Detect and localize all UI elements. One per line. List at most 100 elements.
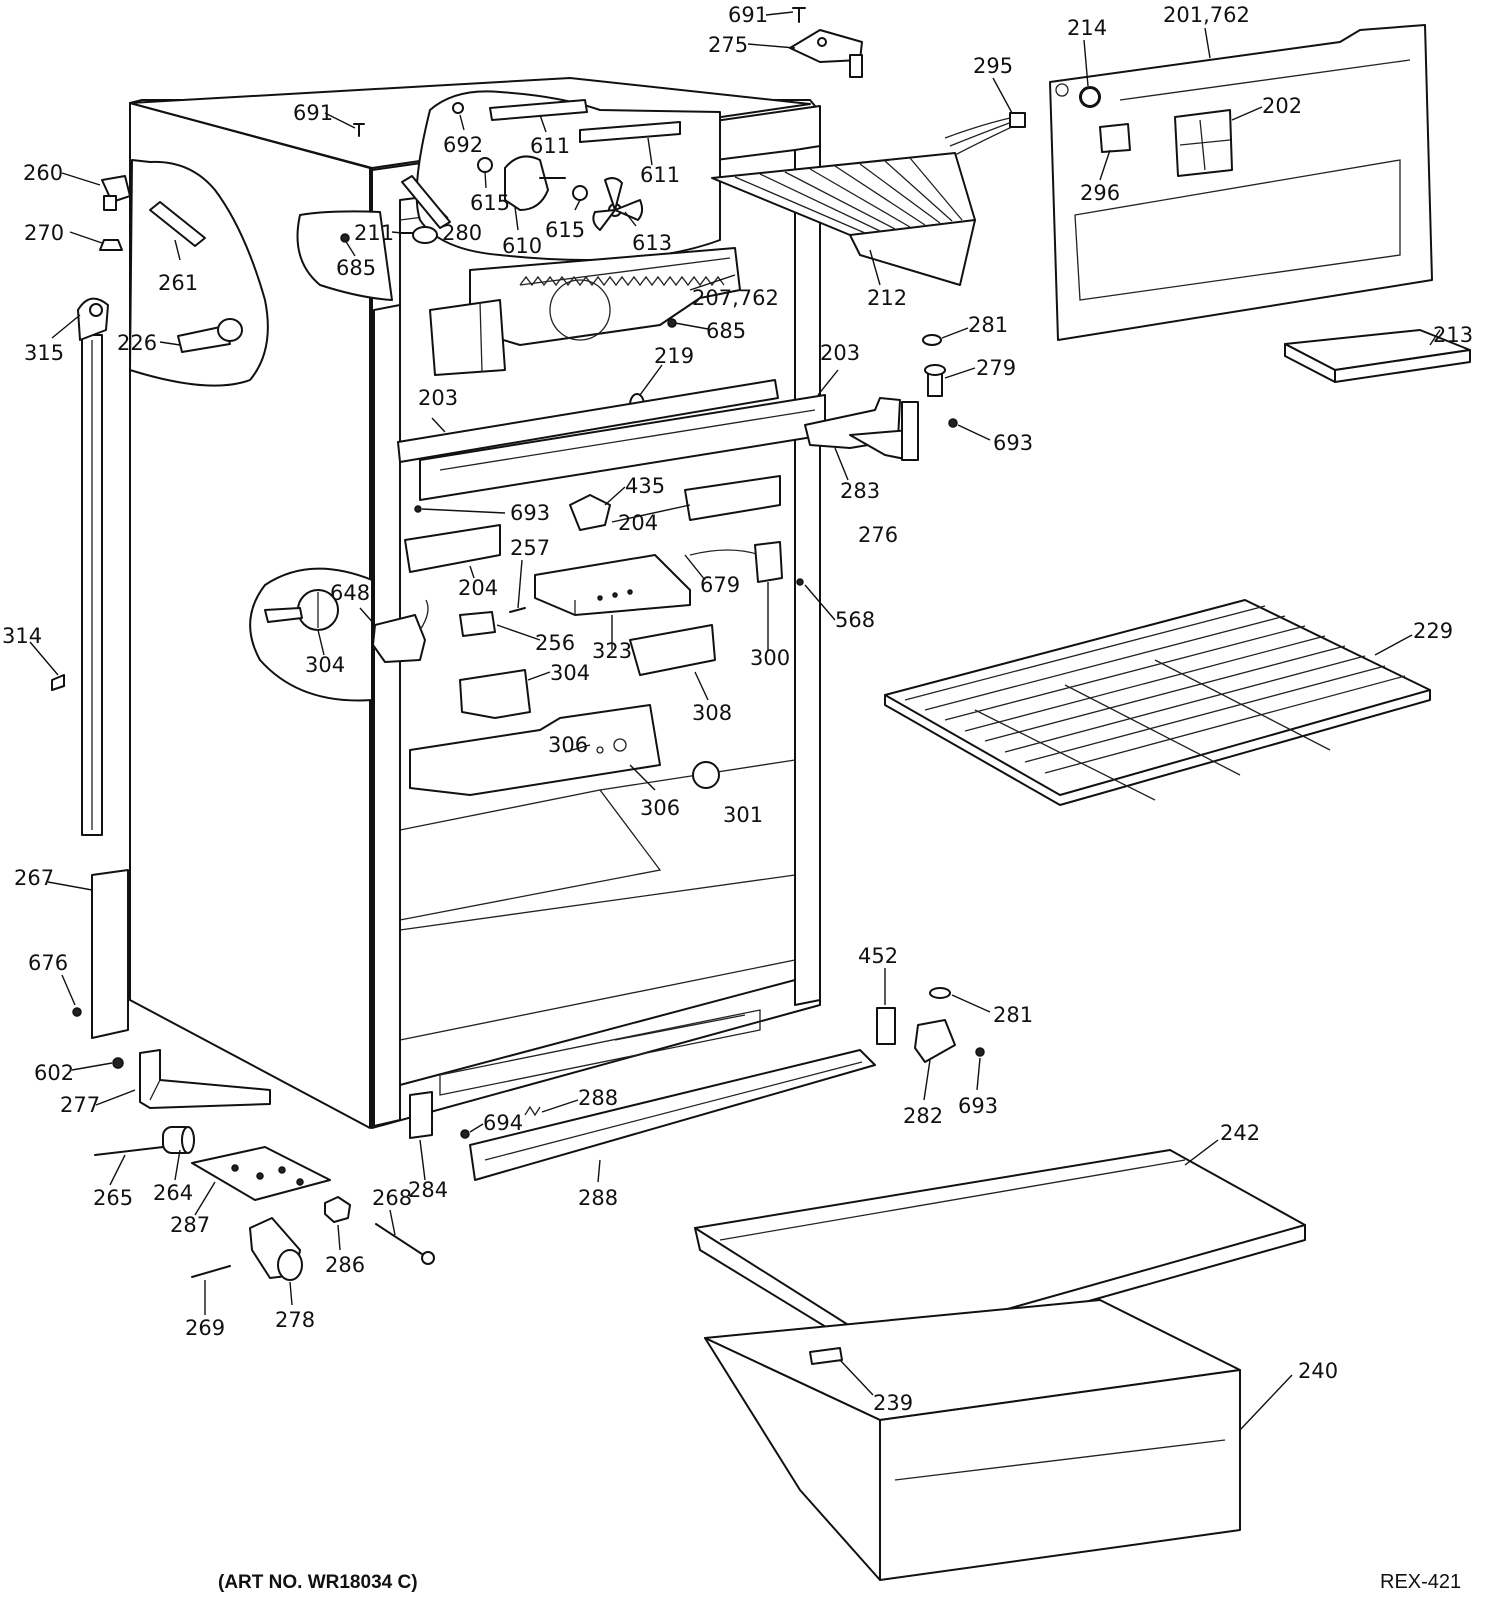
callout-256: 256	[535, 631, 575, 655]
part-240-crisper-drawer	[704, 1299, 1241, 1581]
callout-204-right: 204	[618, 511, 658, 535]
part-314-clip	[51, 674, 65, 691]
callout-261: 261	[158, 271, 198, 295]
part-260-elbow	[101, 175, 131, 211]
callout-284: 284	[408, 1178, 448, 1202]
part-301-knob	[692, 761, 720, 789]
part-435-clip	[569, 494, 611, 531]
callout-203-left: 203	[418, 386, 458, 410]
callout-300: 300	[750, 646, 790, 670]
callout-204-left: 204	[458, 576, 498, 600]
refrigerator-cabinet	[129, 77, 821, 1129]
part-204-bracket-left	[404, 524, 501, 573]
callout-270: 270	[24, 221, 64, 245]
callout-693-right: 693	[993, 431, 1033, 455]
callout-264: 264	[153, 1181, 193, 1205]
callout-613: 613	[632, 231, 672, 255]
callout-288-clip: 288	[578, 1086, 618, 1110]
callout-611-right: 611	[640, 163, 680, 187]
callout-278: 278	[275, 1308, 315, 1332]
part-615-grommets	[477, 157, 588, 201]
callout-212: 212	[867, 286, 907, 310]
callout-435: 435	[625, 474, 665, 498]
callout-693-bottom: 693	[958, 1094, 998, 1118]
part-308-bracket	[629, 624, 716, 676]
part-261-tube	[149, 201, 206, 247]
part-452-pad	[876, 1007, 896, 1045]
part-287-circuit-board	[191, 1146, 331, 1201]
part-685-screw-left	[340, 233, 350, 243]
callout-615-left: 615	[470, 191, 510, 215]
part-568-screw	[796, 578, 804, 586]
part-204-bracket-right	[684, 475, 781, 521]
door-gasket-strip-315	[77, 297, 109, 836]
callout-691-top: 691	[728, 3, 768, 27]
callout-602: 602	[34, 1061, 74, 1085]
part-286-nut	[324, 1196, 351, 1223]
part-256-switch	[459, 611, 496, 637]
callout-240: 240	[1298, 1359, 1338, 1383]
part-685-screw-right	[667, 318, 677, 328]
part-281-washer-bottom	[929, 987, 951, 999]
callout-692: 692	[443, 133, 483, 157]
callout-268: 268	[372, 1186, 412, 1210]
callout-265: 265	[93, 1186, 133, 1210]
callout-304-housing: 304	[550, 661, 590, 685]
callout-282: 282	[903, 1104, 943, 1128]
rack-teeth	[519, 275, 725, 287]
callout-275: 275	[708, 33, 748, 57]
callout-labels: 691 275 214 201,762 295 202 296 691 692 …	[2, 3, 1473, 1415]
callout-323: 323	[592, 639, 632, 663]
callout-281-top: 281	[968, 313, 1008, 337]
callout-276: 276	[858, 523, 898, 547]
part-648-timer	[372, 599, 429, 663]
callout-203-right: 203	[820, 341, 860, 365]
callout-281-bottom: 281	[993, 1003, 1033, 1027]
callout-267: 267	[14, 866, 54, 890]
callout-691-cabinet: 691	[293, 101, 333, 125]
part-278-motor	[249, 1217, 303, 1281]
callout-304-dial: 304	[305, 653, 345, 677]
part-288-grille	[469, 1049, 876, 1181]
part-693-screw-hinge	[948, 418, 958, 428]
part-270-plug	[99, 239, 123, 251]
callout-286: 286	[325, 1253, 365, 1277]
part-283-center-hinge	[804, 397, 919, 461]
callout-229: 229	[1413, 619, 1453, 643]
callout-201-762: 201,762	[1163, 3, 1250, 27]
part-691-screw-top	[792, 7, 806, 23]
callout-610: 610	[502, 234, 542, 258]
part-676-screw	[72, 1007, 82, 1017]
callout-202: 202	[1262, 94, 1302, 118]
part-257-screw	[509, 607, 526, 613]
part-295-wire-harness	[944, 112, 1026, 156]
part-679-wire	[689, 549, 761, 556]
callout-239: 239	[873, 1391, 913, 1415]
callout-676: 676	[28, 951, 68, 975]
callout-269: 269	[185, 1316, 225, 1340]
part-281-washer-top	[922, 334, 942, 346]
part-602-screw	[112, 1057, 124, 1069]
callout-615-right: 615	[545, 218, 585, 242]
part-610-fan-motor	[504, 155, 566, 211]
callout-306-housing: 306	[640, 796, 680, 820]
callout-306-inner: 306	[548, 733, 588, 757]
callout-279: 279	[976, 356, 1016, 380]
part-694-screw	[460, 1129, 470, 1139]
callout-452: 452	[858, 944, 898, 968]
callout-283: 283	[840, 479, 880, 503]
part-296-switch	[1099, 123, 1131, 153]
callout-694: 694	[483, 1111, 523, 1135]
part-275-hinge	[789, 29, 863, 78]
part-304-housing	[459, 669, 531, 719]
part-693-screw-bottom	[975, 1047, 985, 1057]
part-265-rod	[94, 1146, 164, 1156]
callout-211: 211	[354, 221, 394, 245]
part-213-ice-tray	[1284, 329, 1471, 383]
part-226-tube	[177, 318, 243, 353]
part-611-brackets	[489, 99, 681, 143]
callout-308: 308	[692, 701, 732, 725]
part-269-pin	[191, 1265, 231, 1278]
part-239-rail	[809, 1347, 843, 1365]
